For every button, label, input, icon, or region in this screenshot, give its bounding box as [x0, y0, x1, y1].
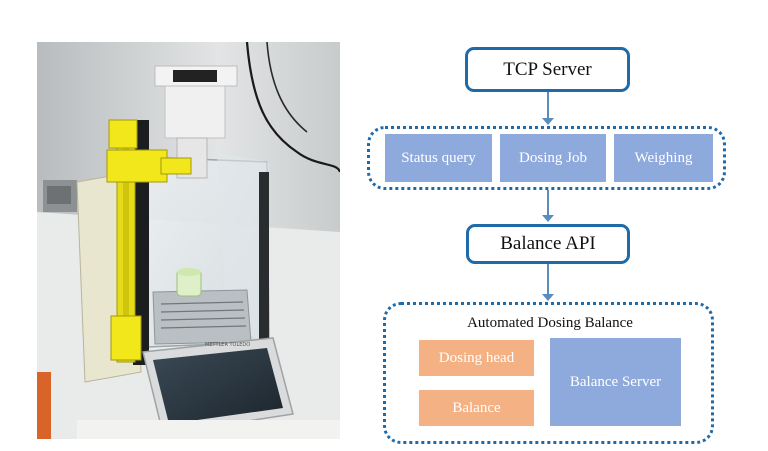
- balance-label: Balance: [452, 399, 501, 416]
- arrow-down-icon: [542, 118, 554, 125]
- balance-photo: METTLER TOLEDO: [37, 42, 340, 439]
- weighing-box: Weighing: [614, 134, 713, 182]
- status-query-label: Status query: [401, 149, 476, 166]
- dosing-job-label: Dosing Job: [519, 149, 587, 166]
- functions-group: [367, 126, 726, 190]
- connector-functions-to-api: [547, 190, 549, 217]
- status-query-box: Status query: [385, 134, 492, 182]
- balance-server-label: Balance Server: [569, 373, 662, 390]
- balance-photo-illustration: METTLER TOLEDO: [37, 42, 340, 439]
- weighing-label: Weighing: [634, 149, 693, 166]
- arrow-down-icon: [542, 215, 554, 222]
- dosing-head-label: Dosing head: [438, 349, 515, 366]
- connector-api-to-device: [547, 262, 549, 296]
- connector-tcp-to-functions: [547, 91, 549, 120]
- tcp-server-label: TCP Server: [503, 58, 592, 80]
- balance-box: Balance: [419, 390, 534, 426]
- balance-api-label: Balance API: [500, 233, 596, 254]
- dosing-job-box: Dosing Job: [500, 134, 606, 182]
- tcp-server-node: TCP Server: [465, 47, 630, 92]
- device-group: [383, 302, 714, 444]
- svg-text:METTLER TOLEDO: METTLER TOLEDO: [205, 342, 250, 348]
- arrow-down-icon: [542, 294, 554, 301]
- balance-server-box: Balance Server: [550, 338, 681, 426]
- balance-api-node: Balance API: [466, 224, 630, 264]
- dosing-head-box: Dosing head: [419, 340, 534, 376]
- device-group-title: Automated Dosing Balance: [467, 315, 633, 331]
